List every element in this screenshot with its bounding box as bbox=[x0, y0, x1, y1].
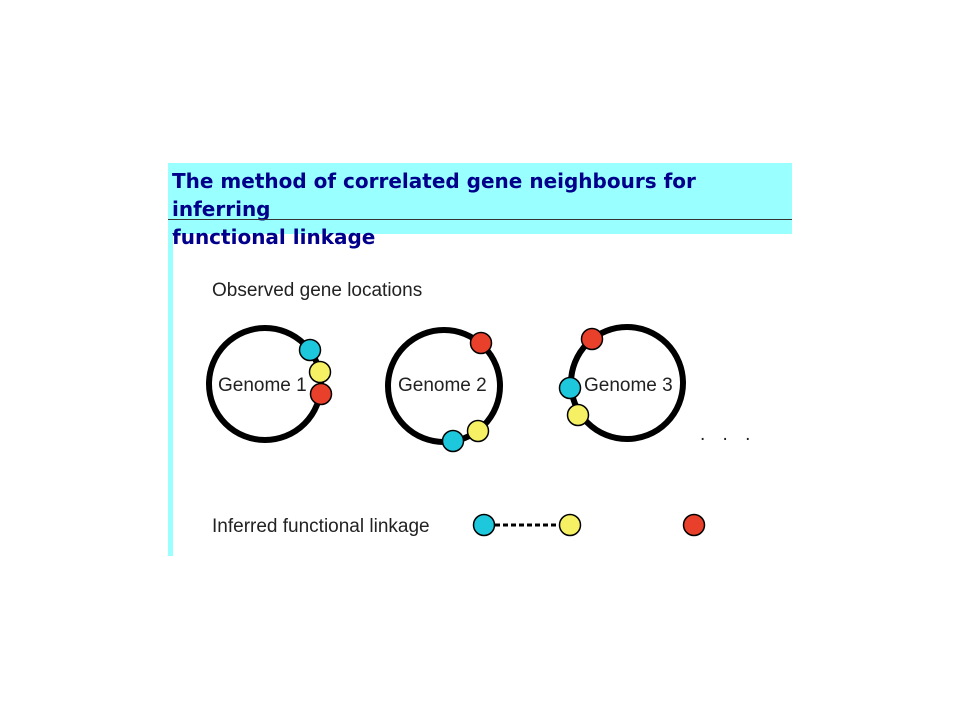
unlinked-gene-red bbox=[682, 513, 706, 537]
linked-gene-yellow bbox=[558, 513, 582, 537]
genome-3: Genome 3 bbox=[558, 324, 686, 442]
gene-red bbox=[580, 327, 604, 351]
gene-cyan bbox=[298, 338, 322, 362]
page-title: The method of correlated gene neighbours… bbox=[172, 167, 792, 251]
title-divider bbox=[168, 219, 792, 220]
title-line-1: The method of correlated gene neighbours… bbox=[172, 169, 696, 221]
observed-label: Observed gene locations bbox=[212, 280, 422, 301]
gene-yellow bbox=[466, 419, 490, 443]
gene-yellow bbox=[566, 403, 590, 427]
left-accent-bar bbox=[168, 234, 173, 556]
genome-1: Genome 1 bbox=[206, 325, 333, 443]
genome-1-label: Genome 1 bbox=[218, 375, 307, 396]
genome-2-label: Genome 2 bbox=[398, 375, 487, 396]
gene-cyan bbox=[441, 429, 465, 453]
gene-cyan bbox=[558, 376, 582, 400]
ellipsis: . . . bbox=[700, 424, 756, 445]
title-banner: The method of correlated gene neighbours… bbox=[168, 163, 792, 249]
genome-3-label: Genome 3 bbox=[584, 375, 673, 396]
gene-red bbox=[469, 331, 493, 355]
title-line-2: functional linkage bbox=[172, 225, 376, 249]
gene-yellow bbox=[308, 360, 332, 384]
genome-2: Genome 2 bbox=[385, 327, 503, 453]
linked-gene-cyan bbox=[472, 513, 496, 537]
inferred-label: Inferred functional linkage bbox=[212, 516, 430, 537]
gene-red bbox=[309, 382, 333, 406]
